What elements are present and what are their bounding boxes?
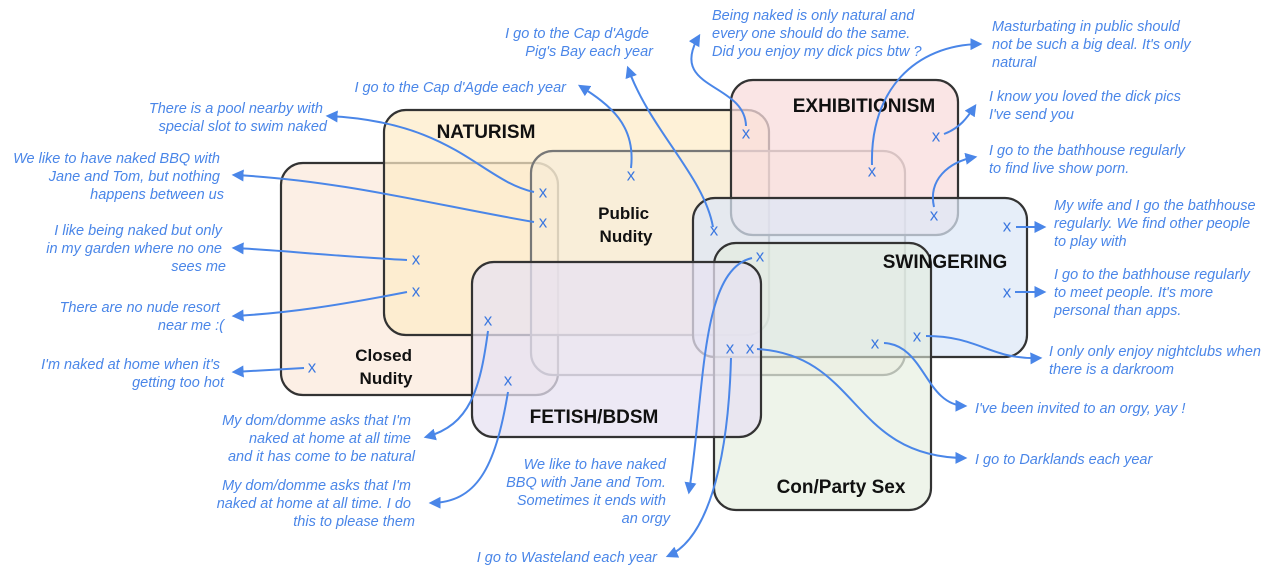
marker-x: x xyxy=(756,247,765,266)
fetish-bdsm-title: FETISH/BDSM xyxy=(530,407,659,428)
closed-nudity-title: Closed Nudity xyxy=(355,346,416,388)
arrow-too-hot xyxy=(231,365,305,378)
connectors xyxy=(231,33,1047,558)
arrow-live-show xyxy=(931,152,978,208)
marker-x: x xyxy=(412,250,421,269)
arrow-masturbating xyxy=(870,38,983,166)
annotation-pool: There is a pool nearby with special slot… xyxy=(149,101,328,135)
arrow-bbq-orgy xyxy=(684,257,753,495)
marker-x: x xyxy=(868,162,877,181)
arrow-orgy-invite xyxy=(883,342,968,412)
annotation-no-resort: There are no nude resort near me :( xyxy=(60,300,227,334)
arrow-pool xyxy=(325,110,535,193)
arrow-dick-pics xyxy=(943,104,977,135)
arrow-wasteland xyxy=(665,357,732,558)
arrow-dom-natural xyxy=(423,330,489,441)
arrow-darklands xyxy=(756,348,968,464)
arrow-cap-dagde xyxy=(577,84,633,169)
annotation-bbq-nothing: We like to have naked BBQ with Jane and … xyxy=(13,151,224,203)
naturism-title: NATURISM xyxy=(437,122,536,143)
arrow-no-resort xyxy=(231,291,408,322)
marker-x: x xyxy=(746,339,755,358)
annotations: I go to the Cap d'Agde Pig's Bay each ye… xyxy=(13,8,1265,566)
markers: x x x x x x x x x x x x x x x x x x x x xyxy=(308,124,1012,390)
exhibitionism-title: EXHIBITIONISM xyxy=(793,96,936,117)
annotation-darkroom: I only only enjoy nightclubs when there … xyxy=(1049,344,1265,378)
arrow-bbq-nothing xyxy=(231,169,535,223)
annotation-dick-pics: I know you loved the dick pics I've send… xyxy=(989,89,1185,123)
marker-x: x xyxy=(930,206,939,225)
marker-x: x xyxy=(913,327,922,346)
annotation-orgy-invite: I've been invited to an orgy, yay ! xyxy=(975,401,1185,417)
marker-x: x xyxy=(1003,217,1012,236)
marker-x: x xyxy=(627,166,636,185)
annotation-garden: I like being naked but only in my garden… xyxy=(46,223,226,275)
public-nudity-title: Public Nudity xyxy=(598,204,654,246)
marker-x: x xyxy=(871,334,880,353)
marker-x: x xyxy=(932,127,941,146)
con-party-sex-title: Con/Party Sex xyxy=(777,477,906,498)
marker-x: x xyxy=(726,339,735,358)
marker-x: x xyxy=(308,358,317,377)
arrow-pigs-bay xyxy=(625,65,714,228)
marker-x: x xyxy=(412,282,421,301)
annotation-dom-natural: My dom/domme asks that I'm naked at home… xyxy=(222,413,416,465)
marker-x: x xyxy=(504,371,513,390)
marker-x: x xyxy=(539,183,548,202)
annotation-wife-bathhouse: My wife and I go the bathhouse regularly… xyxy=(1054,198,1260,250)
annotation-darklands: I go to Darklands each year xyxy=(975,452,1153,468)
annotation-meet-people: I go to the bathhouse regularly to meet … xyxy=(1053,267,1254,319)
marker-x: x xyxy=(1003,283,1012,302)
arrow-darkroom xyxy=(925,335,1043,365)
marker-x: x xyxy=(742,124,751,143)
annotation-pigs-bay: I go to the Cap d'Agde Pig's Bay each ye… xyxy=(505,26,654,60)
annotation-masturbating: Masturbating in public should not be suc… xyxy=(992,19,1195,71)
arrow-dom-please xyxy=(428,391,509,509)
marker-x: x xyxy=(484,311,493,330)
annotation-dom-please: My dom/domme asks that I'm naked at home… xyxy=(217,478,415,530)
annotation-bbq-orgy: We like to have naked BBQ with Jane and … xyxy=(506,457,671,527)
annotation-too-hot: I'm naked at home when it's getting too … xyxy=(41,357,225,391)
arrow-only-natural xyxy=(688,33,747,127)
marker-x: x xyxy=(710,221,719,240)
marker-x: x xyxy=(539,213,548,232)
swingering-title: SWINGERING xyxy=(883,252,1008,273)
arrow-garden xyxy=(231,242,408,261)
annotation-only-natural: Being naked is only natural and every on… xyxy=(712,8,922,60)
annotation-live-show: I go to the bathhouse regularly to find … xyxy=(989,143,1189,177)
annotation-wasteland: I go to Wasteland each year xyxy=(477,550,658,566)
annotation-cap-dagde: I go to the Cap d'Agde each year xyxy=(354,80,567,96)
